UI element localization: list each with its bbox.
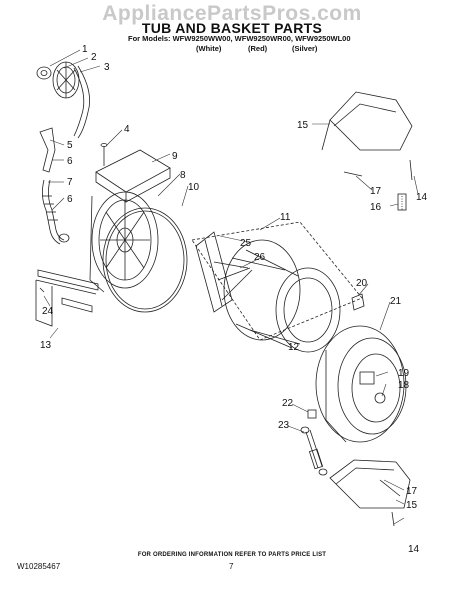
watermark: AppliancePartsPros.com (102, 2, 362, 25)
callout-15b: 15 (406, 500, 418, 511)
callout-26: 26 (254, 252, 266, 263)
callout-2: 2 (91, 52, 97, 63)
callout-10: 10 (188, 182, 200, 193)
small-parts-illustration (307, 293, 365, 419)
callout-25: 25 (240, 238, 252, 249)
basket-assembly-illustration (191, 221, 363, 353)
callout-23: 23 (278, 420, 290, 431)
callout-15a: 15 (297, 120, 309, 131)
models-line: For Models: WFW9250WW00, WFW9250WR00, WF… (128, 34, 351, 43)
callout-5: 5 (67, 140, 73, 151)
callout-4: 4 (124, 124, 130, 135)
callout-14b: 14 (408, 544, 420, 555)
callout-numbers: 1 2 3 4 5 6 7 6 8 9 10 11 12 13 14 14 15… (40, 44, 428, 555)
callout-13: 13 (40, 340, 52, 351)
heater-illustration (35, 269, 99, 327)
callout-8: 8 (180, 170, 186, 181)
drain-hose-illustration (39, 127, 70, 245)
rear-tub-illustration (89, 149, 171, 293)
shock-absorber-illustration (300, 426, 328, 476)
callout-9: 9 (172, 151, 178, 162)
document-code: W10285467 (17, 562, 61, 571)
page-title: TUB AND BASKET PARTS (141, 20, 323, 36)
color-silver: (Silver) (292, 44, 318, 53)
callout-22: 22 (282, 398, 294, 409)
callout-11: 11 (280, 212, 291, 223)
bolt-illustration (100, 143, 108, 166)
callout-7: 7 (67, 177, 73, 188)
leader-lines (43, 49, 419, 525)
ordering-note: FOR ORDERING INFORMATION REFER TO PARTS … (137, 552, 327, 558)
front-tub-illustration (315, 325, 407, 443)
callout-18: 18 (398, 380, 410, 391)
color-white: (White) (196, 44, 222, 53)
callout-14a: 14 (416, 192, 428, 203)
callout-12: 12 (288, 342, 300, 353)
callout-1: 1 (82, 44, 88, 55)
page-number: 7 (229, 562, 234, 571)
callout-21: 21 (390, 296, 402, 307)
callout-20: 20 (356, 278, 368, 289)
lower-counterweight-illustration (329, 459, 411, 527)
tub-seal-illustration (102, 207, 188, 313)
drive-pulley-illustration (36, 61, 91, 139)
upper-counterweight-illustration (321, 91, 413, 211)
callout-6b: 6 (67, 194, 73, 205)
color-red: (Red) (248, 44, 268, 53)
callout-19: 19 (398, 368, 410, 379)
callout-17a: 17 (370, 186, 382, 197)
callout-24: 24 (42, 306, 54, 317)
callout-17b: 17 (406, 486, 418, 497)
callout-16: 16 (370, 202, 382, 213)
callout-3: 3 (104, 62, 110, 73)
callout-6a: 6 (67, 156, 73, 167)
